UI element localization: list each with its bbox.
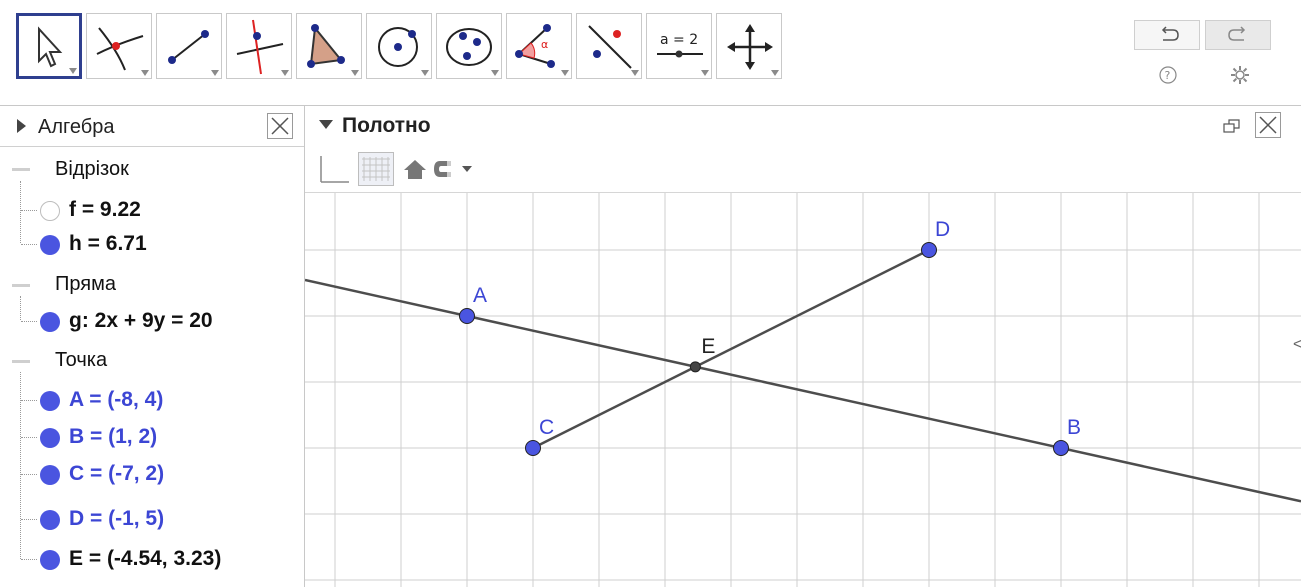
side-panel-handle-icon[interactable]: < xyxy=(1293,336,1301,353)
grid-icon xyxy=(362,157,390,181)
style-bar xyxy=(305,144,1301,193)
segment-h[interactable] xyxy=(532,248,930,450)
segment-icon xyxy=(168,30,209,64)
algebra-close-button[interactable] xyxy=(267,113,293,139)
angle-tool-button[interactable]: α xyxy=(506,13,572,79)
algebra-item-D[interactable]: D = (-1, 5) xyxy=(69,507,165,530)
arrow-cursor-icon xyxy=(38,26,63,68)
standard-view-button[interactable] xyxy=(400,152,430,186)
graphics-view: Полотно xyxy=(305,106,1301,587)
category-label-segment: Відрізок xyxy=(55,158,129,180)
ellipse-icon xyxy=(446,28,492,66)
collapse-arrow-icon[interactable] xyxy=(17,119,26,133)
visibility-toggle-D[interactable] xyxy=(40,510,60,530)
angle-icon: α xyxy=(515,24,555,68)
graphics-canvas[interactable]: A B C D E xyxy=(305,193,1301,587)
point-B[interactable] xyxy=(1053,440,1069,456)
point-label-A: A xyxy=(473,284,487,307)
reflect-icon xyxy=(588,25,632,69)
window-top-strip xyxy=(0,0,1301,10)
visibility-toggle-g[interactable] xyxy=(40,312,60,332)
geometry-plot[interactable]: A B C D E xyxy=(305,193,1301,587)
graphics-close-button[interactable] xyxy=(1255,112,1281,138)
algebra-item-f[interactable]: f = 9.22 xyxy=(69,198,141,221)
perpendicular-line-tool-button[interactable] xyxy=(226,13,292,79)
point-D[interactable] xyxy=(921,242,937,258)
svg-text:?: ? xyxy=(1165,69,1171,82)
algebra-header: Алгебра xyxy=(0,106,304,147)
circle-center-icon xyxy=(378,27,418,67)
conic-tool-button[interactable] xyxy=(436,13,502,79)
redo-button[interactable] xyxy=(1205,20,1271,50)
slider-tool-button[interactable]: a = 2 xyxy=(646,13,712,79)
move-tool-button[interactable] xyxy=(16,13,82,79)
visibility-toggle-f[interactable] xyxy=(40,201,60,221)
undo-icon xyxy=(1161,26,1179,41)
help-icon: ? xyxy=(1159,66,1177,84)
polygon-tool-button[interactable] xyxy=(296,13,362,79)
undock-icon xyxy=(1223,119,1240,133)
slider-icon: a = 2 xyxy=(657,32,703,58)
algebra-title: Алгебра xyxy=(38,116,115,138)
point-C[interactable] xyxy=(525,440,541,456)
point-label-B: B xyxy=(1067,416,1081,439)
polygon-icon xyxy=(307,24,345,68)
help-button[interactable]: ? xyxy=(1156,63,1180,87)
close-icon xyxy=(1259,116,1277,134)
undock-view-button[interactable] xyxy=(1221,116,1243,136)
category-label-line: Пряма xyxy=(55,273,116,295)
point-A[interactable] xyxy=(459,308,475,324)
toggle-axes-button[interactable] xyxy=(315,152,351,186)
toggle-grid-button[interactable] xyxy=(358,152,394,186)
axes-icon xyxy=(320,156,349,183)
algebra-item-C[interactable]: C = (-7, 2) xyxy=(69,462,165,485)
svg-text:α: α xyxy=(541,38,548,51)
algebra-item-B[interactable]: B = (1, 2) xyxy=(69,425,158,448)
graphics-title: Полотно xyxy=(342,114,431,137)
chevron-down-icon xyxy=(462,166,472,172)
algebra-item-h[interactable]: h = 6.71 xyxy=(69,232,147,255)
graphics-header: Полотно xyxy=(305,106,1301,145)
move-view-tool-button[interactable] xyxy=(716,13,782,79)
move-arrows-icon xyxy=(727,24,773,70)
algebra-item-A[interactable]: A = (-8, 4) xyxy=(69,388,164,411)
visibility-toggle-h[interactable] xyxy=(40,235,60,255)
visibility-toggle-B[interactable] xyxy=(40,428,60,448)
toolbar: α a = 2 xyxy=(0,10,1301,106)
category-toggle-point[interactable] xyxy=(12,360,30,363)
visibility-toggle-A[interactable] xyxy=(40,391,60,411)
category-toggle-line[interactable] xyxy=(12,284,30,287)
magnet-icon xyxy=(434,161,472,177)
circle-tool-button[interactable] xyxy=(366,13,432,79)
visibility-toggle-E[interactable] xyxy=(40,550,60,570)
point-label-D: D xyxy=(935,218,950,241)
close-icon xyxy=(271,117,289,135)
category-toggle-segment[interactable] xyxy=(12,168,30,171)
point-capturing-dropdown[interactable] xyxy=(431,152,477,186)
visibility-toggle-C[interactable] xyxy=(40,465,60,485)
home-icon xyxy=(404,160,426,179)
undo-button[interactable] xyxy=(1134,20,1200,50)
collapse-arrow-icon[interactable] xyxy=(319,120,333,129)
point-E[interactable] xyxy=(689,361,701,373)
algebra-item-E[interactable]: E = (-4.54, 3.23) xyxy=(69,547,222,570)
category-label-point: Точка xyxy=(55,349,108,371)
reflect-tool-button[interactable] xyxy=(576,13,642,79)
intersect-tool-button[interactable] xyxy=(86,13,152,79)
perpendicular-line-icon xyxy=(236,19,284,75)
tool-menu-arrow-icon xyxy=(69,68,77,74)
point-label-E: E xyxy=(701,335,715,358)
algebra-item-g[interactable]: g: 2x + 9y = 20 xyxy=(69,309,213,332)
settings-button[interactable] xyxy=(1228,63,1252,87)
algebra-view: Алгебра Відрізок f = 9.22 h = 6.71 Пряма… xyxy=(0,106,305,587)
slider-tool-label: a = 2 xyxy=(660,32,698,48)
segment-tool-button[interactable] xyxy=(156,13,222,79)
intersect-icon xyxy=(96,27,144,71)
redo-icon xyxy=(1228,26,1246,41)
point-label-C: C xyxy=(539,416,554,439)
gear-icon xyxy=(1231,66,1249,84)
